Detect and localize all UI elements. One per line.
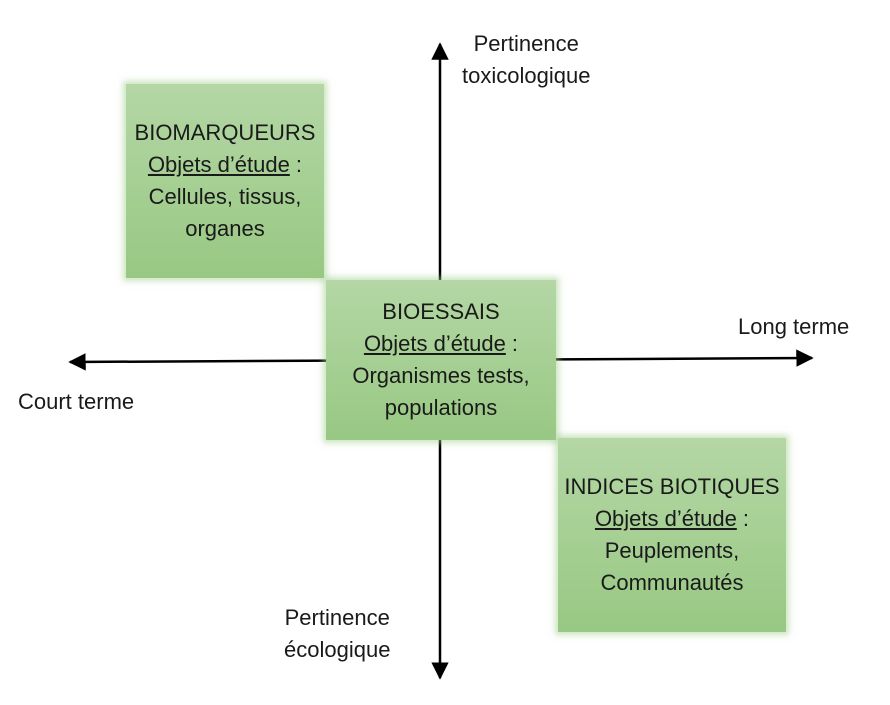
bioessais-colon: :: [505, 331, 519, 356]
bioessais-title: BIOESSAIS: [382, 299, 500, 324]
bioessais-line-1: Organismes tests,: [352, 363, 530, 388]
left-axis-label: Court terme: [18, 386, 134, 418]
indices-biotiques-subtitle-row: Objets d’étude :: [595, 503, 749, 535]
biomarqueurs-colon: :: [289, 152, 303, 177]
bioessais-subtitle: Objets d’étude: [363, 331, 506, 356]
biomarqueurs-subtitle-row: Objets d’étude :: [148, 149, 302, 181]
left-axis-label-text: Court terme: [18, 389, 135, 414]
biomarqueurs-subtitle: Objets d’étude: [147, 152, 290, 177]
bottom-axis-label: Pertinence écologique: [284, 602, 390, 666]
biomarqueurs-title: BIOMARQUEURS: [134, 120, 316, 145]
indices-biotiques-line-1: Peuplements,: [604, 538, 740, 563]
top-axis-label: Pertinence toxicologique: [462, 28, 590, 92]
indices-biotiques-subtitle: Objets d’étude: [594, 506, 737, 531]
top-axis-label-line-2: toxicologique: [462, 63, 591, 88]
top-axis-label-line-1: Pertinence: [473, 31, 579, 56]
bottom-axis-label-line-1: Pertinence: [284, 605, 390, 630]
indices-biotiques-colon: :: [736, 506, 750, 531]
biomarqueurs-box: BIOMARQUEURS Objets d’étude : Cellules, …: [126, 84, 324, 278]
biomarqueurs-line-1: Cellules, tissus,: [148, 184, 302, 209]
right-axis-label: Long terme: [738, 311, 849, 343]
bioessais-line-2: populations: [384, 395, 498, 420]
indices-biotiques-line-2: Communautés: [600, 570, 744, 595]
bottom-axis-label-line-2: écologique: [284, 637, 391, 662]
indices-biotiques-box: INDICES BIOTIQUES Objets d’étude : Peupl…: [558, 438, 786, 632]
bioessais-box: BIOESSAIS Objets d’étude : Organismes te…: [326, 280, 556, 440]
indices-biotiques-title: INDICES BIOTIQUES: [564, 474, 780, 499]
biomarqueurs-line-2: organes: [185, 216, 265, 241]
right-axis-label-text: Long terme: [738, 314, 850, 339]
bioessais-subtitle-row: Objets d’étude :: [364, 328, 518, 360]
